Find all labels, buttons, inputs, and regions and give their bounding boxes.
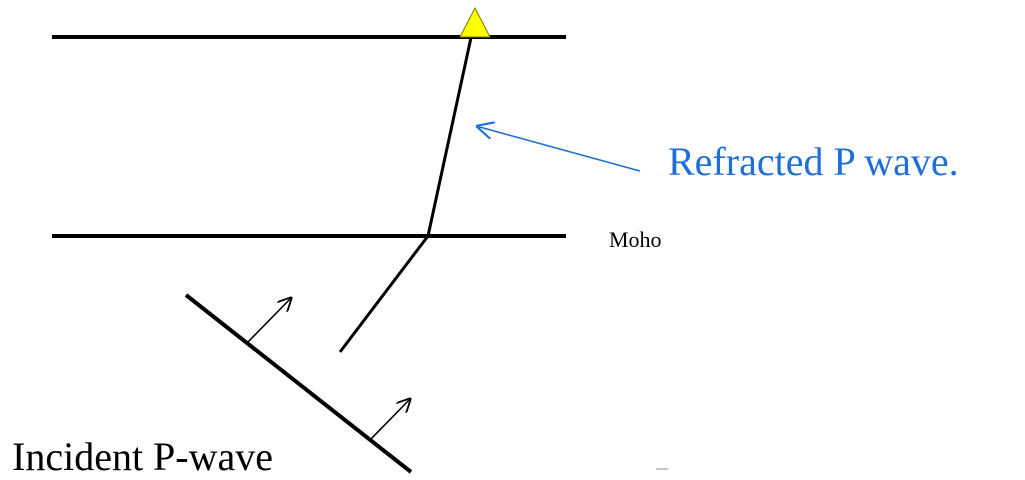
refracted-pointer-arrow	[476, 126, 641, 172]
incident-ray	[338, 235, 430, 353]
moho-label: Moho	[609, 227, 662, 252]
refracted-label: Refracted P wave.	[668, 139, 959, 184]
incident-label: Incident P-wave	[12, 434, 273, 479]
refracted-ray	[426, 32, 474, 237]
station-triangle-icon	[459, 6, 491, 38]
wavefront-arrow-upper	[246, 297, 292, 344]
wavefront-arrow-lower	[368, 398, 411, 442]
incident-wavefront	[184, 293, 413, 474]
